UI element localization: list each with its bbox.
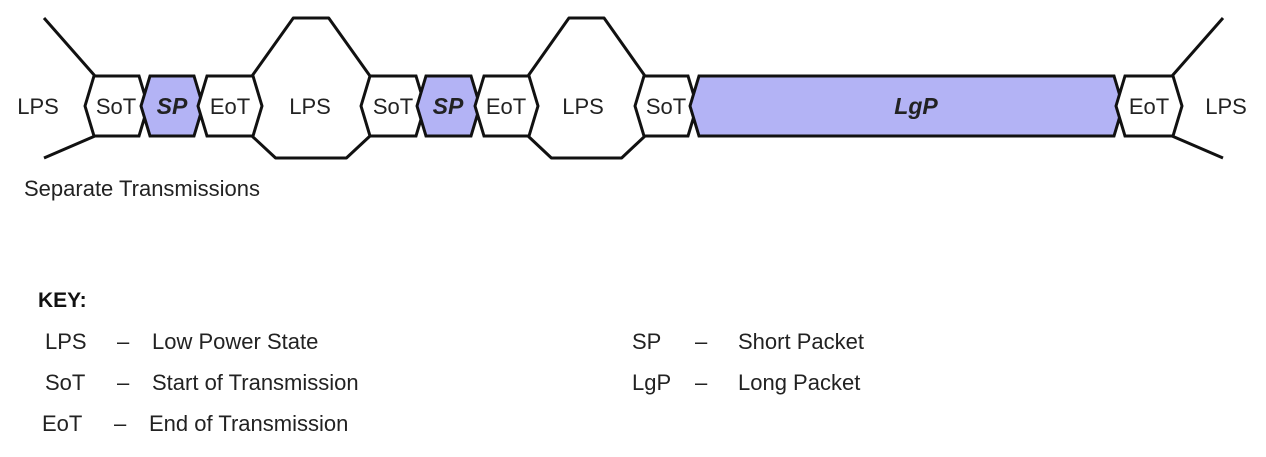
segment-label: LPS: [17, 94, 59, 119]
key-description: Short Packet: [738, 329, 864, 354]
segment-label: LPS: [1205, 94, 1247, 119]
key-abbr: LgP: [632, 370, 672, 395]
key-dash: –: [114, 411, 127, 436]
key-title: KEY:: [38, 289, 87, 312]
low-power-state-segment: [250, 16, 372, 160]
segment-label: EoT: [210, 94, 250, 119]
segment-label: SoT: [373, 94, 413, 119]
key-dash: –: [117, 370, 130, 395]
key-description: End of Transmission: [149, 411, 349, 436]
end-of-transmission-segment: [196, 74, 264, 138]
key-description: Low Power State: [152, 329, 319, 354]
transmission-timing-diagram: LPS SoT SP EoT LPS SoT SP EoT LPS SoT LgP EoT LPS: [17, 16, 1247, 160]
end-of-transmission-segment: [473, 74, 540, 138]
key-description: Long Packet: [738, 370, 861, 395]
key-abbr: SP: [632, 329, 662, 354]
segment-label: SoT: [646, 94, 686, 119]
segment-label: SoT: [96, 94, 136, 119]
segment-label: LPS: [289, 94, 331, 119]
key-dash: –: [695, 370, 708, 395]
end-of-transmission-segment: [1114, 74, 1184, 138]
segment-label: LgP: [894, 93, 938, 119]
key-abbr: EoT: [42, 411, 83, 436]
segment-label: EoT: [1129, 94, 1169, 119]
segment-label: SP: [433, 93, 464, 119]
segment-label: EoT: [486, 94, 526, 119]
key-abbr: SoT: [45, 370, 86, 395]
low-power-state-segment: [1170, 17, 1225, 160]
key-abbr: LPS: [45, 329, 87, 354]
low-power-state-segment: [42, 17, 97, 160]
key-dash: –: [695, 329, 708, 354]
low-power-state-segment: [526, 16, 647, 160]
key-dash: –: [117, 329, 130, 354]
key-description: Start of Transmission: [152, 370, 359, 395]
diagram-caption: Separate Transmissions: [24, 176, 260, 201]
segment-label: SP: [157, 93, 188, 119]
segment-label: LPS: [562, 94, 604, 119]
